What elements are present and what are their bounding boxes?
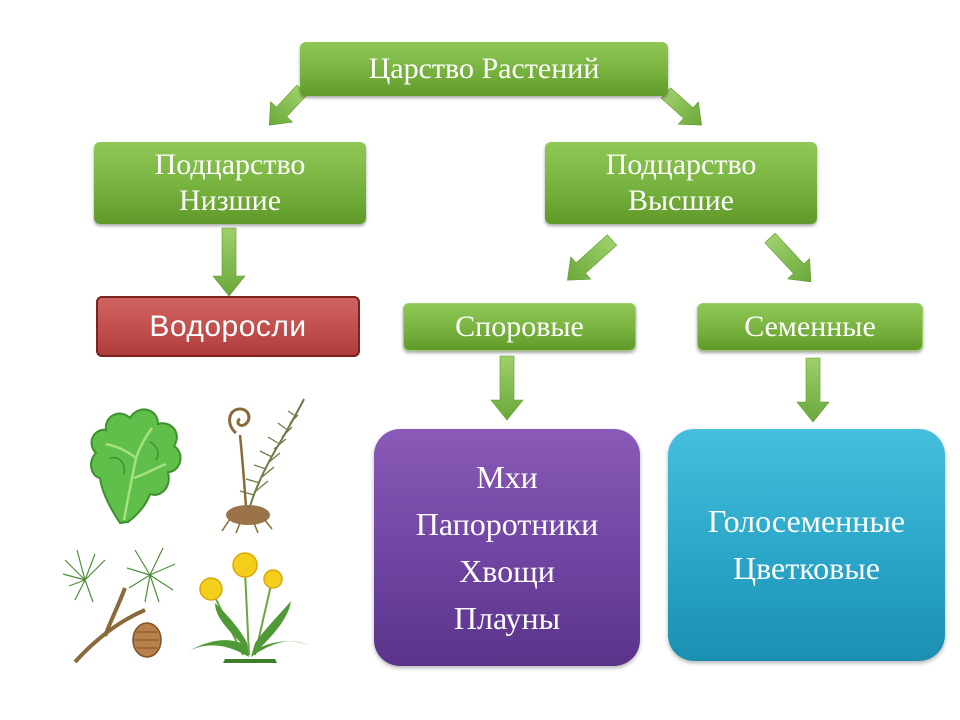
arrow-lower-to-algae — [212, 227, 246, 297]
algae-label: Водоросли — [149, 309, 307, 343]
arrow-higher-to-seed — [764, 232, 812, 283]
arrow-higher-to-spore — [567, 234, 618, 281]
root-label: Царство Растений — [368, 52, 600, 85]
seed-box: Семенные — [697, 303, 923, 351]
list-item: Голосеменные — [707, 503, 906, 539]
algae-box: Водоросли — [96, 296, 360, 357]
list-item: Папоротники — [415, 505, 599, 542]
arrow-root-to-higher — [660, 87, 703, 126]
root-box: Царство Растений — [300, 42, 668, 96]
list-item: Мхи — [476, 458, 538, 495]
list-item: Хвощи — [459, 552, 555, 589]
list-item: Плауны — [453, 599, 561, 636]
seed-plants-list: Голосеменные Цветковые — [668, 429, 945, 661]
arrow-seed-to-list — [796, 357, 830, 423]
subkingdom-lower-line2: Низшие — [178, 184, 282, 217]
arrow-spore-to-list — [490, 355, 524, 421]
arrow-root-to-lower — [268, 84, 308, 126]
subkingdom-higher-line2: Высшие — [628, 184, 734, 217]
list-item: Цветковые — [733, 550, 880, 586]
subkingdom-lower-box: Подцарство Низшие — [94, 142, 366, 224]
subkingdom-higher-box: Подцарство Высшие — [545, 142, 817, 224]
spore-plants-list: Мхи Папоротники Хвощи Плауны — [374, 429, 640, 666]
subkingdom-lower-line1: Подцарство — [154, 148, 306, 181]
fern-plant-image — [221, 398, 305, 534]
spore-box: Споровые — [403, 303, 636, 351]
subkingdom-higher-line1: Подцарство — [605, 148, 757, 181]
pine-branch-image — [62, 547, 176, 664]
dandelion-plant-image — [189, 552, 309, 663]
algae-plant-image — [90, 408, 182, 525]
seed-label: Семенные — [744, 310, 876, 343]
spore-label: Споровые — [455, 310, 584, 343]
